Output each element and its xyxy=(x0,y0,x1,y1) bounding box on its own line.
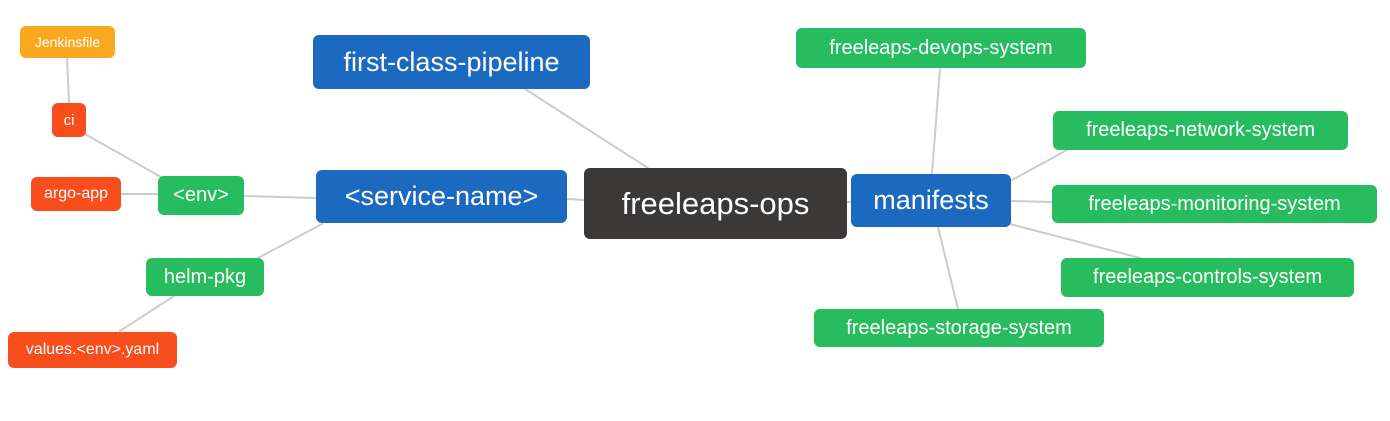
edge-helmpkg-servicename xyxy=(257,223,323,259)
node-service-name[interactable]: <service-name> xyxy=(316,170,567,223)
node-helm-pkg[interactable]: helm-pkg xyxy=(146,258,264,296)
edge-jenkinsfile-ci xyxy=(66,57,70,104)
node-freeleaps-ops-root[interactable]: freeleaps-ops xyxy=(584,168,847,239)
edge-env-servicename xyxy=(243,195,317,199)
edge-values-helmpkg xyxy=(119,295,175,332)
edge-servicename-ops xyxy=(566,198,585,201)
node-first-class-pipeline[interactable]: first-class-pipeline xyxy=(313,35,590,89)
node-argo-app[interactable]: argo-app xyxy=(31,177,121,211)
node-network-system[interactable]: freeleaps-network-system xyxy=(1053,111,1348,150)
edge-manifests-network xyxy=(1011,149,1068,181)
edge-manifests-monitoring xyxy=(1011,200,1053,203)
edge-manifests-devops xyxy=(931,67,941,175)
edge-pipeline-ops xyxy=(524,88,649,169)
node-env[interactable]: <env> xyxy=(158,176,244,215)
node-controls-system[interactable]: freeleaps-controls-system xyxy=(1061,258,1354,297)
node-jenkinsfile[interactable]: Jenkinsfile xyxy=(20,26,115,58)
node-values-env-yaml[interactable]: values.<env>.yaml xyxy=(8,332,177,368)
edge-manifests-controls xyxy=(1009,223,1141,259)
node-devops-system[interactable]: freeleaps-devops-system xyxy=(796,28,1086,68)
edge-manifests-storage xyxy=(937,226,959,310)
node-storage-system[interactable]: freeleaps-storage-system xyxy=(814,309,1104,347)
node-manifests[interactable]: manifests xyxy=(851,174,1011,227)
edge-ci-env xyxy=(84,133,162,178)
node-ci[interactable]: ci xyxy=(52,103,86,137)
node-monitoring-system[interactable]: freeleaps-monitoring-system xyxy=(1052,185,1377,223)
